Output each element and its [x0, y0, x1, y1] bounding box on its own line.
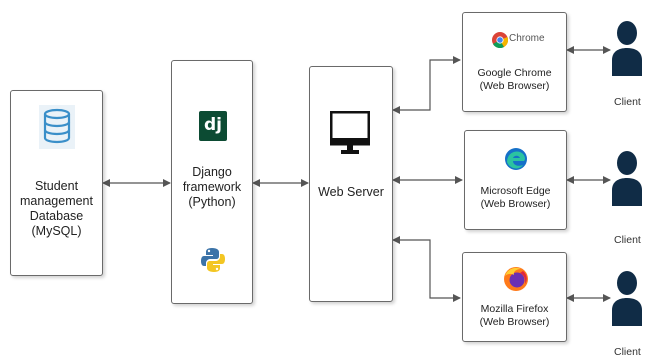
edge-label-line-2: (Web Browser) [480, 198, 551, 210]
database-label-line-4: (MySQL) [31, 224, 82, 238]
django-label-line-3: (Python) [188, 195, 236, 209]
arrow-webserver-chrome [392, 56, 461, 114]
firefox-logo-icon [503, 266, 529, 297]
chrome-logo-text: Chrome [509, 33, 545, 44]
monitor-icon [329, 110, 371, 162]
client-user-icon-3 [612, 270, 642, 331]
django-label: Django framework (Python) [172, 165, 252, 210]
chrome-label-line-1: Google Chrome [477, 67, 552, 79]
firefox-node: Mozilla Firefox (Web Browser) [462, 252, 567, 342]
webserver-node: Web Server [309, 66, 393, 302]
database-label-line-2: management [20, 194, 93, 208]
firefox-label-line-1: Mozilla Firefox [480, 303, 549, 315]
chrome-node: Chrome Google Chrome (Web Browser) [462, 12, 567, 112]
django-node: dj Django framework (Python) [171, 60, 253, 304]
firefox-label: Mozilla Firefox (Web Browser) [463, 303, 566, 329]
database-node: Student management Database (MySQL) [10, 90, 103, 276]
client-label-1: Client [614, 96, 641, 108]
edge-label: Microsoft Edge (Web Browser) [465, 185, 566, 211]
database-icon [39, 105, 75, 154]
client-user-icon-1 [612, 20, 642, 81]
database-label-line-3: Database [29, 209, 84, 223]
django-logo-text: dj [204, 115, 222, 135]
database-label: Student management Database (MySQL) [11, 179, 102, 239]
webserver-label: Web Server [318, 185, 384, 199]
edge-node: Microsoft Edge (Web Browser) [464, 130, 567, 230]
client-user-icon-2 [612, 150, 642, 211]
arrow-webserver-firefox [392, 236, 461, 302]
database-label-line-1: Student [34, 179, 79, 193]
django-logo-icon: dj [199, 111, 227, 141]
python-logo-icon [201, 247, 225, 278]
chrome-label-line-2: (Web Browser) [479, 80, 550, 92]
django-label-line-1: Django [192, 165, 232, 179]
client-label-3: Client [614, 346, 641, 358]
chrome-logo-icon: Chrome [492, 31, 545, 49]
edge-logo-icon [504, 147, 528, 176]
edge-label-line-1: Microsoft Edge [480, 185, 551, 197]
django-label-line-2: framework [182, 180, 242, 194]
client-label-2: Client [614, 234, 641, 246]
chrome-label: Google Chrome (Web Browser) [463, 67, 566, 93]
firefox-label-line-2: (Web Browser) [479, 316, 550, 328]
